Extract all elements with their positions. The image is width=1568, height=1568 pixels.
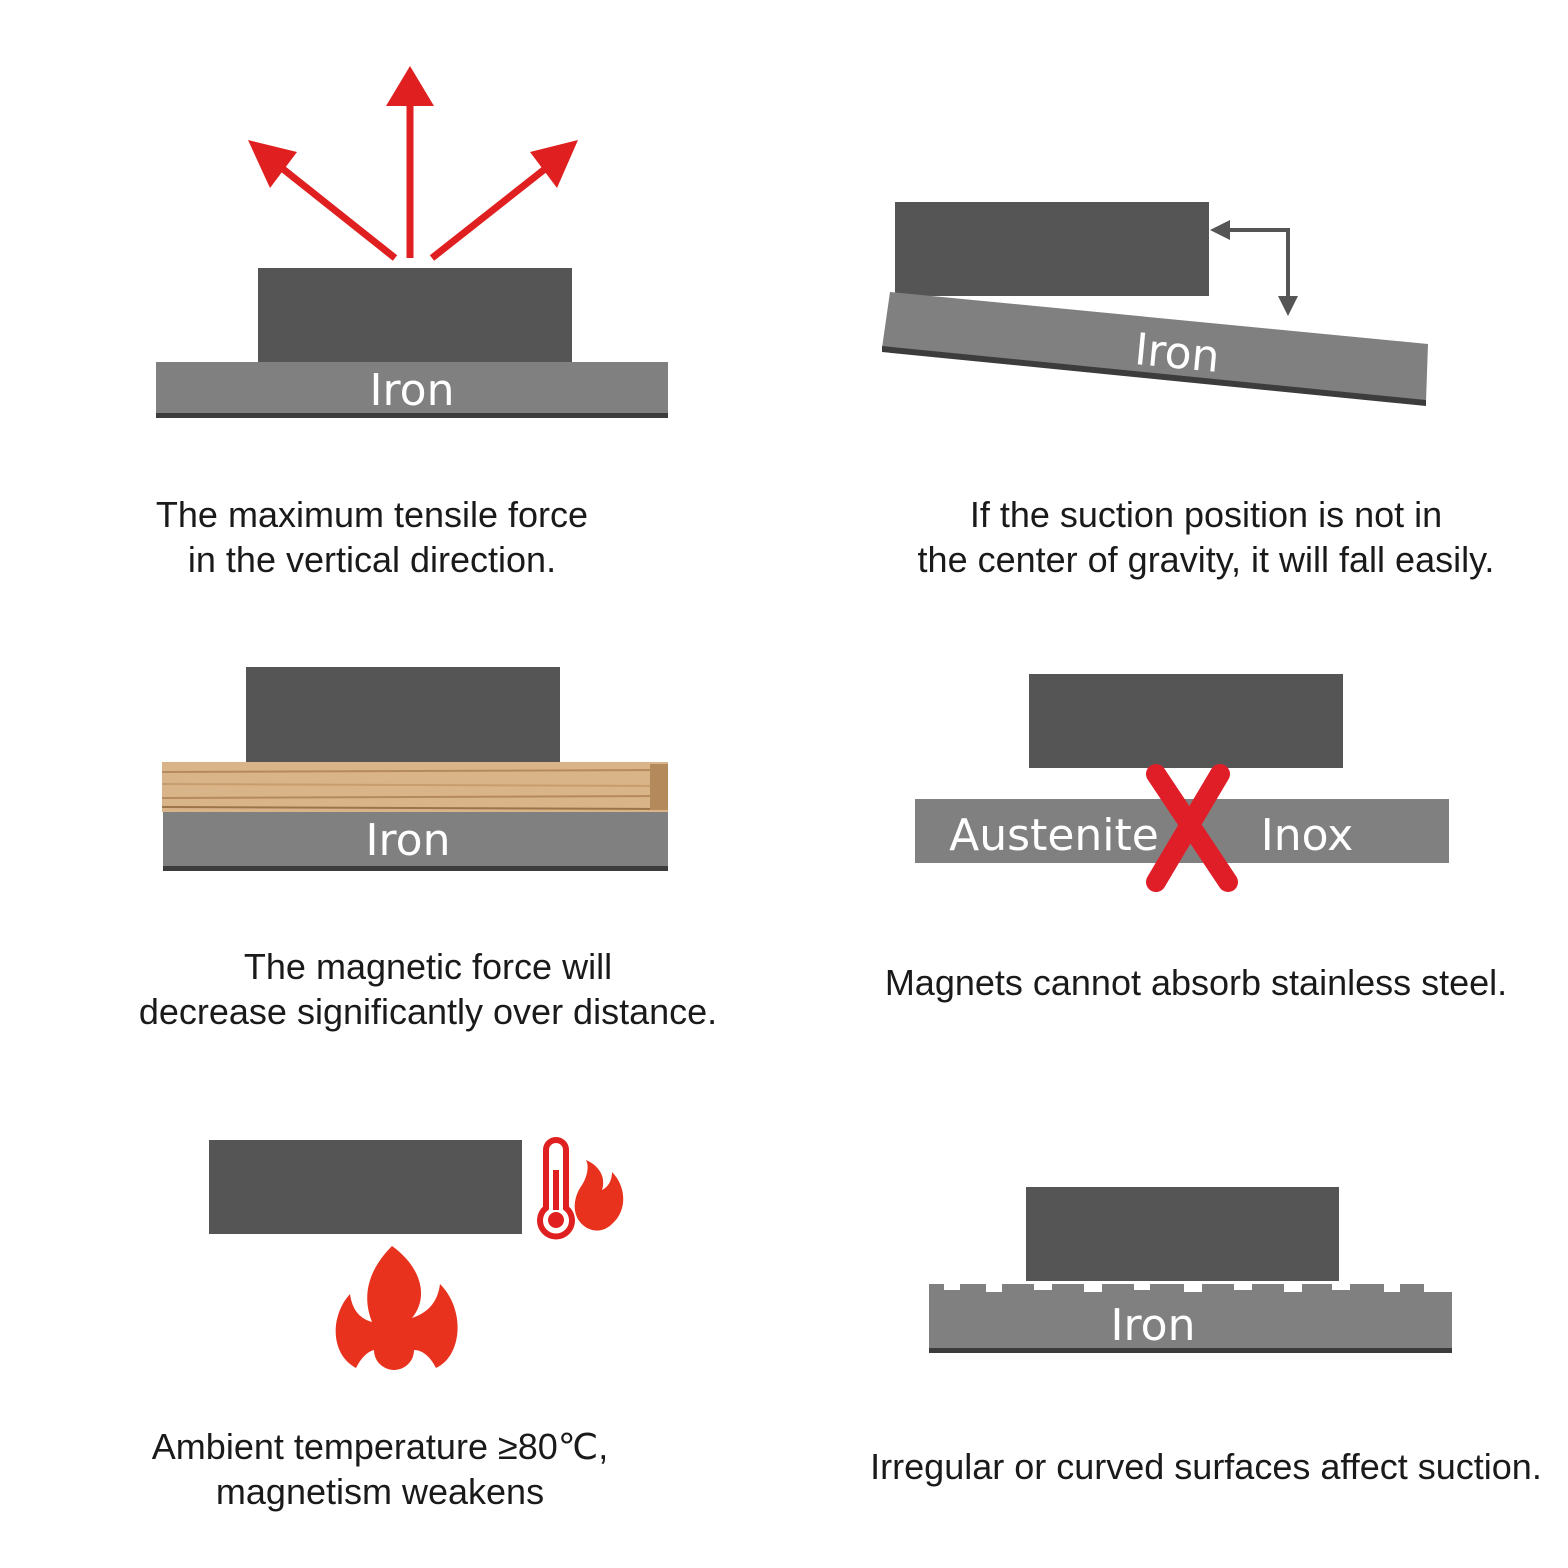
arrow-upleft-icon — [248, 140, 398, 261]
temperature-illustration — [209, 1137, 624, 1370]
magnet-block — [246, 667, 560, 763]
panel-temperature: Ambient temperature ≥80℃, magnetism weak… — [0, 1070, 784, 1568]
panel-vertical-force: Iron The maximum tensile force in the ve… — [0, 0, 784, 600]
panel-distance: Iron The magnetic force will decrease si… — [0, 600, 784, 1080]
iron-plate-edge — [163, 866, 668, 871]
caption-stainless-steel: Magnets cannot absorb stainless steel. — [884, 962, 1508, 1003]
gravity-illustration: Iron — [882, 202, 1428, 406]
iron-plate-label: Iron — [1111, 1300, 1196, 1351]
panel-center-of-gravity: Iron If the suction position is not in t… — [784, 0, 1568, 600]
arrow-up-icon — [386, 66, 434, 258]
iron-plate-tilted — [882, 292, 1428, 402]
panel-stainless-steel: Austenite Inox Magnets cannot absorb sta… — [784, 600, 1568, 1080]
thermometer-icon — [537, 1137, 575, 1240]
panel-irregular-surface: Iron Irregular or curved surfaces affect… — [784, 1070, 1568, 1568]
vertical-force-illustration: Iron — [156, 66, 668, 418]
iron-plate — [163, 812, 668, 868]
caption-center-of-gravity: If the suction position is not in the ce… — [917, 494, 1495, 580]
cross-icon — [1146, 764, 1238, 892]
iron-plate-edge — [882, 346, 1426, 406]
magnet-block — [895, 202, 1209, 296]
bent-arrow-icon — [1210, 220, 1298, 316]
caption-irregular-surface: Irregular or curved surfaces affect suct… — [870, 1446, 1542, 1487]
flame-icon — [335, 1246, 458, 1370]
magnet-block — [209, 1140, 522, 1234]
stainless-illustration: Austenite Inox — [915, 674, 1449, 892]
wood-spacer — [161, 762, 669, 812]
iron-plate-irregular — [929, 1284, 1452, 1350]
iron-plate-label: Iron — [366, 815, 451, 866]
austenite-label: Austenite — [949, 810, 1159, 861]
caption-distance: The magnetic force will decrease signifi… — [138, 946, 718, 1032]
magnet-block — [1029, 674, 1343, 768]
magnet-block — [1026, 1187, 1339, 1281]
iron-plate — [156, 362, 668, 416]
small-flame-icon — [574, 1160, 624, 1231]
inox-label: Inox — [1261, 810, 1353, 861]
arrow-upright-icon — [429, 140, 578, 261]
iron-plate-edge — [929, 1348, 1452, 1353]
magnet-block — [258, 268, 572, 364]
caption-vertical-force: The maximum tensile force in the vertica… — [155, 494, 589, 580]
distance-illustration: Iron — [161, 667, 669, 871]
iron-plate-label: Iron — [370, 365, 455, 416]
irregular-illustration: Iron — [929, 1187, 1452, 1353]
caption-temperature: Ambient temperature ≥80℃, magnetism weak… — [151, 1426, 609, 1512]
iron-plate-label: Iron — [1132, 324, 1221, 383]
iron-plate-edge — [156, 413, 668, 418]
